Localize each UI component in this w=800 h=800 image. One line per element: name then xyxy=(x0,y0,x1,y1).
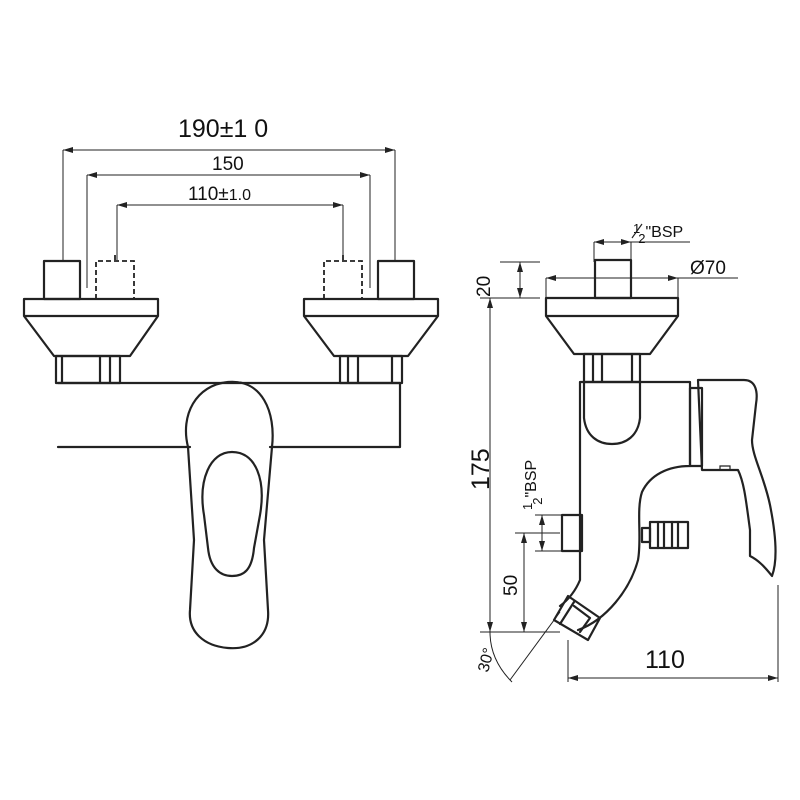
dim-spout-angle-label: 30° xyxy=(475,646,498,674)
dim-height-label: 175 xyxy=(467,448,495,490)
side-inlet-pipe xyxy=(593,258,633,300)
side-handle-tab xyxy=(719,465,731,471)
dim-spout-height: 50 xyxy=(501,532,560,632)
dim-flange-height-label: 20 xyxy=(474,276,495,297)
right-inlet-hidden-pipe xyxy=(323,255,363,299)
dim-outlet-thread-label: 12"BSP xyxy=(520,460,545,510)
dim-flange-diameter-label: Ø70 xyxy=(690,258,726,279)
right-nut xyxy=(338,354,404,385)
side-handle xyxy=(696,378,777,578)
dim-spout-height-label: 50 xyxy=(501,575,522,596)
dim-outlet-thread: 12"BSP xyxy=(520,460,562,552)
left-nut xyxy=(54,354,122,385)
side-main-body xyxy=(558,380,692,632)
front-view: 190±1 0 150 110±1.0 xyxy=(22,115,440,650)
side-nut xyxy=(582,352,642,384)
left-inlet-hidden-pipe xyxy=(95,255,135,299)
dim-centre-spacing-label: 110±1.0 xyxy=(188,184,251,205)
side-inlet-body xyxy=(582,380,642,446)
side-diverter xyxy=(552,594,602,642)
right-flange xyxy=(302,297,440,358)
dim-flange-height: 20 xyxy=(474,261,540,299)
dim-overall-label: 190±1 0 xyxy=(178,115,268,143)
front-lever-inner xyxy=(201,450,263,578)
dim-inlet-spacing: 150 xyxy=(86,154,371,288)
side-flange xyxy=(544,296,680,356)
left-flange xyxy=(22,297,160,358)
dim-overall-width: 190±1 0 xyxy=(62,115,396,262)
left-inlet-pipe xyxy=(42,259,82,301)
dim-height: 175 xyxy=(467,297,560,633)
dim-inlet-spacing-label: 150 xyxy=(212,154,244,175)
dim-spout-angle: 30° xyxy=(475,611,561,683)
dim-projection-label: 110 xyxy=(645,646,685,674)
front-lever-outer xyxy=(184,380,274,650)
mixer-body xyxy=(56,381,402,449)
side-pin-connector xyxy=(640,520,690,550)
right-inlet-pipe xyxy=(376,259,416,301)
dim-projection: 110 xyxy=(567,585,779,682)
side-cartridge-block xyxy=(688,386,704,468)
side-outlet-fitting xyxy=(560,513,584,553)
dim-centre-spacing: 110±1.0 xyxy=(116,184,344,260)
dim-flange-diameter: Ø70 xyxy=(545,258,738,298)
